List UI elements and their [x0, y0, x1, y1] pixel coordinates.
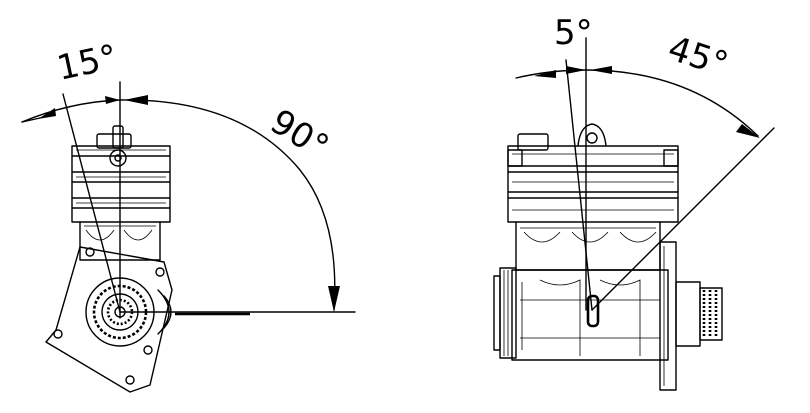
right-5deg-dimension: [515, 66, 587, 79]
angle-label-15: 15°: [54, 37, 121, 89]
right-end-cover: [493, 267, 517, 359]
right-cylinder-head: [507, 123, 679, 223]
angle-label-5: 5°: [554, 13, 593, 53]
left-15deg-dimension: [21, 96, 121, 123]
left-reference-lines: [62, 81, 356, 319]
right-flange-and-drive: [659, 241, 723, 391]
right-center-slot: [586, 294, 600, 328]
angle-label-45: 45°: [663, 29, 733, 86]
angle-label-90: 90°: [263, 102, 335, 168]
right-compressor-view: 5° 45°: [493, 13, 775, 391]
left-mounting-flange: [45, 246, 173, 393]
left-90deg-dimension: [119, 95, 340, 312]
left-cylinder-head: [71, 125, 171, 223]
right-reference-lines: [565, 37, 775, 311]
left-compressor-view: 15° 90°: [21, 37, 356, 393]
right-45deg-dimension: [585, 66, 760, 138]
